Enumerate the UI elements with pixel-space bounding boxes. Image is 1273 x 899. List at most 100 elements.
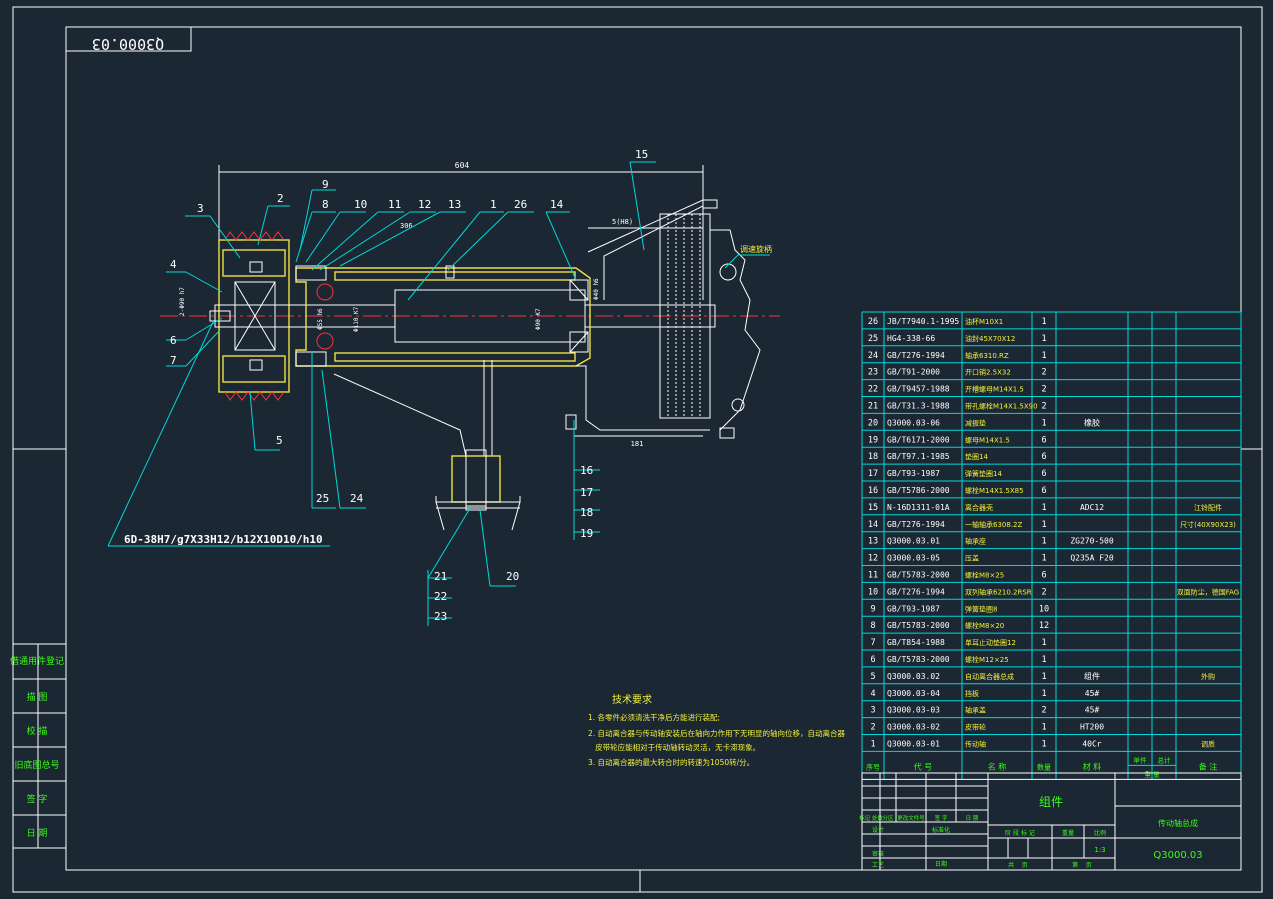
bom-cell: HT200 bbox=[1080, 723, 1104, 732]
bom-cell: 备 注 bbox=[1199, 761, 1218, 771]
tb-role: 标准化 bbox=[932, 826, 950, 834]
bom-cell: 开口销2.5X32 bbox=[965, 368, 1011, 377]
bom-cell: 江铃配件 bbox=[1194, 503, 1222, 512]
bom-cell: GB/T276-1994 bbox=[887, 587, 945, 596]
bom-cell: 20 bbox=[868, 418, 878, 428]
bom-cell: GB/T93-1987 bbox=[887, 469, 940, 478]
bom-cell: 1 bbox=[1041, 334, 1046, 344]
balloon-2: 2 bbox=[277, 192, 284, 205]
bom-cell: 序号 bbox=[866, 762, 880, 771]
bom-cell: 22 bbox=[868, 385, 878, 395]
bom-cell: 弹簧垫圈14 bbox=[965, 469, 1002, 478]
tb-row-label: 分区 bbox=[882, 814, 894, 822]
balloon-5: 5 bbox=[276, 434, 283, 447]
balloon-8: 8 bbox=[322, 198, 329, 211]
bom-cell: Q3000.03.01 bbox=[887, 537, 940, 546]
bom-cell: 轴承座 bbox=[965, 537, 986, 546]
bom-cell: ADC12 bbox=[1080, 503, 1104, 512]
dim-dia-mid: Φ110 K7 bbox=[353, 306, 360, 332]
tb-scale-value: 1:3 bbox=[1094, 846, 1105, 854]
bom-cell: 皮带轮 bbox=[965, 723, 986, 732]
bom-cell: 1 bbox=[1041, 723, 1046, 733]
tb-sheets: 共 页 bbox=[1008, 861, 1028, 869]
bom-cell: 离合器壳 bbox=[965, 503, 993, 512]
balloon-7: 7 bbox=[170, 354, 177, 367]
bom-cell: 1 bbox=[1041, 418, 1046, 428]
balloon-15: 15 bbox=[635, 148, 648, 161]
bom-cell: 1 bbox=[1041, 689, 1046, 699]
bom-cell: 6 bbox=[870, 655, 875, 665]
balloon-26: 26 bbox=[514, 198, 527, 211]
bom-cell: 尺寸(40X90X23) bbox=[1180, 520, 1236, 529]
bom-cell: 26 bbox=[868, 317, 878, 327]
bom-cell: 2 bbox=[1041, 402, 1046, 412]
balloon-14: 14 bbox=[550, 198, 564, 211]
bom-cell: 14 bbox=[868, 520, 878, 530]
balloon-3: 3 bbox=[197, 202, 204, 215]
balloon-4: 4 bbox=[170, 258, 177, 271]
bom-cell: 重 量 bbox=[1144, 770, 1160, 778]
balloon-16: 16 bbox=[580, 464, 593, 477]
dimension-306: 306 bbox=[400, 222, 413, 230]
bom-cell: 自动离合器总成 bbox=[965, 672, 1014, 681]
bom-cell: 45# bbox=[1085, 689, 1100, 698]
dimension-181: 181 bbox=[631, 440, 644, 448]
balloon-18: 18 bbox=[580, 506, 593, 519]
bom-cell: 2 bbox=[1041, 385, 1046, 395]
tb-role: 工艺 bbox=[872, 861, 884, 869]
bom-cell: 带孔螺栓M14X1.5X90 bbox=[965, 402, 1038, 411]
bom-cell: 弹簧垫圈8 bbox=[965, 604, 997, 613]
bom-cell: GB/T9457-1988 bbox=[887, 385, 950, 394]
bom-cell: 1 bbox=[1041, 655, 1046, 665]
bom-cell: GB/T276-1994 bbox=[887, 351, 945, 360]
balloon-23: 23 bbox=[434, 610, 447, 623]
bom-cell: 轴承6310.RZ bbox=[965, 351, 1009, 360]
left-strip-label: 借通用件登记 bbox=[10, 655, 64, 667]
tech-item: 皮带轮应能相对于传动轴转动灵活，无卡滞现象。 bbox=[588, 742, 760, 752]
tb-row-label: 标记 处数 bbox=[859, 814, 883, 822]
bom-cell: 2 bbox=[1041, 706, 1046, 716]
bom-cell: Q3000.03-05 bbox=[887, 554, 940, 563]
balloon-11: 11 bbox=[388, 198, 401, 211]
bom-cell: 21 bbox=[868, 402, 878, 412]
balloon-10: 10 bbox=[354, 198, 367, 211]
bom-cell: GB/T276-1994 bbox=[887, 520, 945, 529]
bom-cell: Q3000.03-06 bbox=[887, 418, 940, 427]
bom-cell: 5 bbox=[870, 672, 875, 682]
bom-cell: 18 bbox=[868, 452, 878, 462]
balloon-6: 6 bbox=[170, 334, 177, 347]
bom-cell: GB/T31.3-1988 bbox=[887, 402, 950, 411]
bom-cell: 25 bbox=[868, 334, 878, 344]
bom-cell: 双面防尘，德国FAG bbox=[1177, 587, 1239, 596]
bom-cell: 一轴轴承6308.2Z bbox=[965, 520, 1022, 529]
pulley bbox=[218, 231, 290, 401]
bom-cell: 16 bbox=[868, 486, 878, 496]
bom-cell: Q3000.03-03 bbox=[887, 706, 940, 715]
bom-cell: 1 bbox=[1041, 317, 1046, 327]
bom-cell: ZG270-500 bbox=[1070, 537, 1114, 546]
tech-title: 技术要求 bbox=[612, 693, 652, 706]
title-block-name: 传动轴总成 bbox=[1158, 818, 1198, 828]
tb-row-label: 更改文件号 bbox=[897, 814, 925, 822]
bom-cell: 螺栓M14X1.5X85 bbox=[965, 486, 1024, 495]
left-signature-strip: 借通用件登记 描 图 校 描 旧底图总号 签 字 日 期 bbox=[10, 643, 67, 849]
bom-cell: Q3000.03-04 bbox=[887, 689, 940, 698]
bom-cell: JB/T7940.1-1995 bbox=[887, 317, 959, 326]
bom-cell: 10 bbox=[1039, 604, 1049, 614]
tech-item: 3. 自动离合器的最大转合时的转速为1050转/分。 bbox=[588, 757, 754, 767]
left-strip-label: 旧底图总号 bbox=[14, 759, 59, 771]
bom-cell: 挡板 bbox=[965, 689, 979, 698]
bom-cell: GB/T93-1987 bbox=[887, 604, 940, 613]
bom-cell: 总计 bbox=[1158, 755, 1172, 764]
bom-cell: 1 bbox=[1041, 520, 1046, 530]
bom-cell: 2 bbox=[1041, 368, 1046, 378]
bom-cell: 双列轴承6210.2RSR bbox=[965, 587, 1032, 596]
bom-cell: N-16D1311-01A bbox=[887, 503, 950, 512]
title-block-number: Q3000.03 bbox=[1153, 850, 1202, 861]
tb-stage-label: 阶 段 标 记 bbox=[1005, 829, 1035, 837]
dimension-5: 5(H8) bbox=[612, 218, 633, 226]
bom-cell: 6 bbox=[1041, 486, 1046, 496]
tb-role: 日期 bbox=[935, 860, 947, 868]
